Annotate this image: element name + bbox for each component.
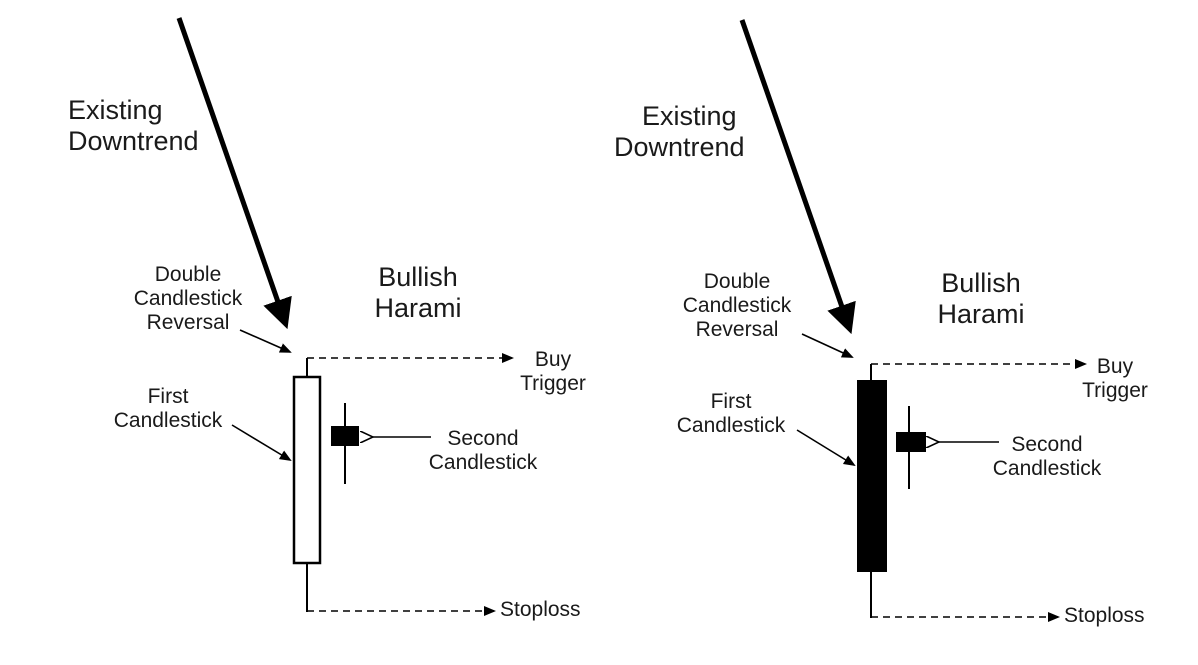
second-candlestick-body <box>896 432 926 452</box>
downtrend-arrow <box>176 17 292 330</box>
double-candlestick-reversal-label: Double Candlestick Reversal <box>133 263 243 335</box>
stoploss-label: Stoploss <box>1064 604 1145 627</box>
downtrend-arrow <box>739 19 856 335</box>
stoploss-label: Stoploss <box>500 598 581 621</box>
first-candle-pointer-arrow <box>231 424 292 462</box>
pattern-name-label: Bullish Harami <box>937 268 1025 330</box>
existing-downtrend-label: Existing Downtrend <box>68 95 199 157</box>
double-candlestick-reversal-label: Double Candlestick Reversal <box>682 270 792 342</box>
buy-trigger-label: Buy Trigger <box>1082 355 1148 403</box>
reversal-pointer-arrow <box>801 333 854 358</box>
first-candle-pointer-arrow <box>796 429 856 467</box>
reversal-pointer-arrow <box>239 329 292 353</box>
second-candlestick-label: Second Candlestick <box>992 433 1102 481</box>
pattern-name-label: Bullish Harami <box>374 262 462 324</box>
first-candlestick-label: First Candlestick <box>676 390 786 438</box>
right-panel <box>739 19 1087 622</box>
first-candlestick-body <box>857 380 887 572</box>
second-candlestick-label: Second Candlestick <box>428 427 538 475</box>
first-candlestick-body <box>292 375 322 565</box>
first-candlestick-label: First Candlestick <box>113 385 223 433</box>
left-panel <box>176 17 514 616</box>
second-candlestick-body <box>331 426 359 446</box>
buy-trigger-label: Buy Trigger <box>520 348 586 396</box>
existing-downtrend-label: Existing Downtrend <box>614 101 745 163</box>
